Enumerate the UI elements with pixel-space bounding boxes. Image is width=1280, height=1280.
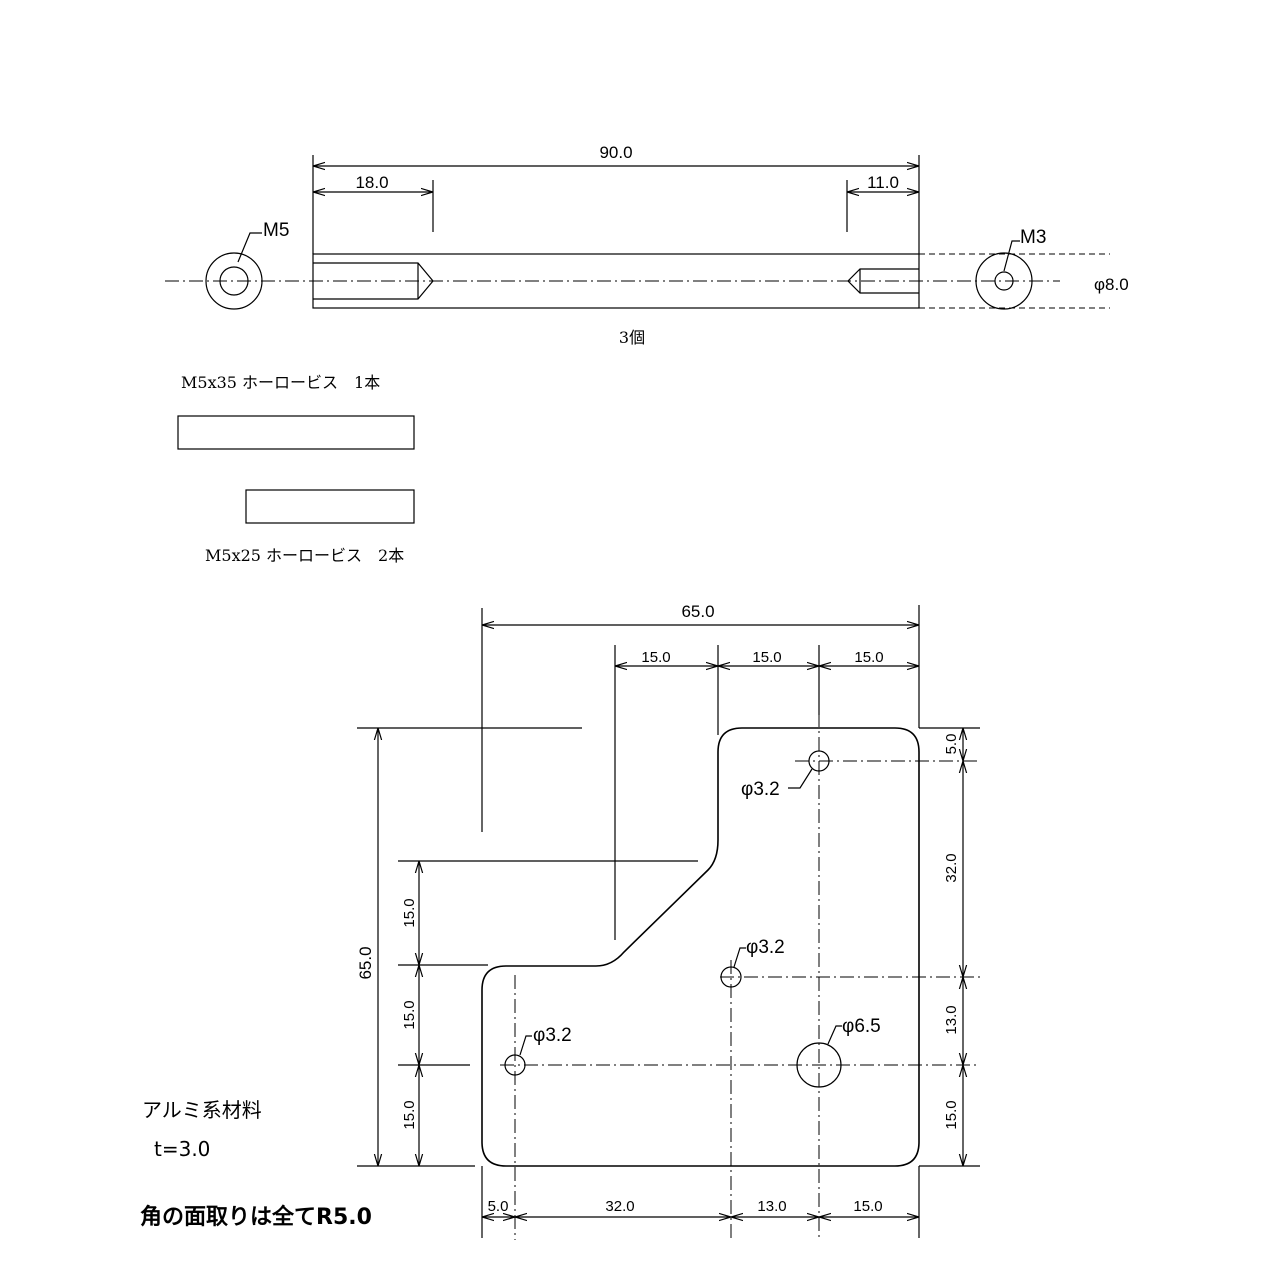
note-thickness: t=3.0	[154, 1137, 210, 1161]
screw-long-shape	[177, 415, 415, 450]
dim-top-a: 15.0	[641, 649, 670, 666]
plate-view: 65.0 15.0 15.0 15.0 65.0 15.0 15.0 15.0 …	[356, 602, 980, 1240]
notes: アルミ系材料 t=3.0 角の面取りは全てR5.0	[140, 1098, 372, 1230]
dim-plate-height: 65.0	[356, 946, 375, 979]
spacer-body	[312, 253, 920, 309]
dim-spacer-diameter: φ8.0	[1094, 275, 1129, 294]
left-tapped-hole	[313, 262, 434, 300]
dim-spacer-length: 90.0	[599, 143, 632, 162]
label-m3: M3	[1020, 227, 1046, 248]
dim-left-c: 15.0	[401, 1100, 418, 1129]
right-end-view-hole	[994, 271, 1014, 291]
dim-top-c: 15.0	[854, 649, 883, 666]
label-hole-left: φ3.2	[533, 1025, 572, 1046]
screw-short-shape	[245, 489, 415, 524]
note-chamfer: 角の面取りは全てR5.0	[140, 1204, 372, 1230]
dim-right-d: 15.0	[943, 1100, 960, 1129]
leader-hole-top	[788, 768, 813, 789]
right-tapped-hole	[847, 268, 919, 294]
label-quantity: 3個	[619, 328, 645, 347]
dim-bottom-c: 13.0	[757, 1198, 786, 1215]
m5-leader	[237, 232, 262, 263]
spacer-view: 90.0 18.0 11.0 M5 M3 φ8.0 3個	[165, 143, 1129, 347]
dim-bottom-a: 5.0	[488, 1198, 509, 1215]
note-material: アルミ系材料	[142, 1098, 262, 1122]
dim-left-b: 15.0	[401, 1000, 418, 1029]
leader-hole-left	[519, 1035, 532, 1056]
leader-hole-large	[827, 1025, 842, 1045]
label-m5: M5	[263, 220, 289, 241]
m3-leader	[1003, 240, 1020, 272]
label-screw-short: M5x25 ホーロービス 2本	[205, 546, 404, 565]
dim-right-b: 32.0	[943, 853, 960, 882]
plate-outline	[481, 727, 920, 1167]
right-end-view-outer	[975, 252, 1033, 310]
label-hole-top: φ3.2	[741, 779, 780, 800]
dim-right-a: 5.0	[943, 734, 960, 755]
dim-right-c: 13.0	[943, 1005, 960, 1034]
dim-left-a: 15.0	[401, 898, 418, 927]
dim-bottom-d: 15.0	[853, 1198, 882, 1215]
left-end-view-hole	[219, 266, 249, 296]
label-screw-long: M5x35 ホーロービス 1本	[181, 373, 380, 392]
screws: M5x35 ホーロービス 1本 M5x25 ホーロービス 2本	[177, 373, 415, 565]
leader-hole-middle	[733, 947, 746, 968]
dim-top-b: 15.0	[752, 649, 781, 666]
left-end-view-outer	[205, 252, 263, 310]
dim-left-depth: 18.0	[355, 173, 388, 192]
dim-plate-width: 65.0	[681, 602, 714, 621]
label-hole-middle: φ3.2	[746, 937, 785, 958]
dim-bottom-b: 32.0	[605, 1198, 634, 1215]
label-hole-large: φ6.5	[842, 1016, 881, 1037]
dim-right-depth: 11.0	[867, 173, 899, 192]
